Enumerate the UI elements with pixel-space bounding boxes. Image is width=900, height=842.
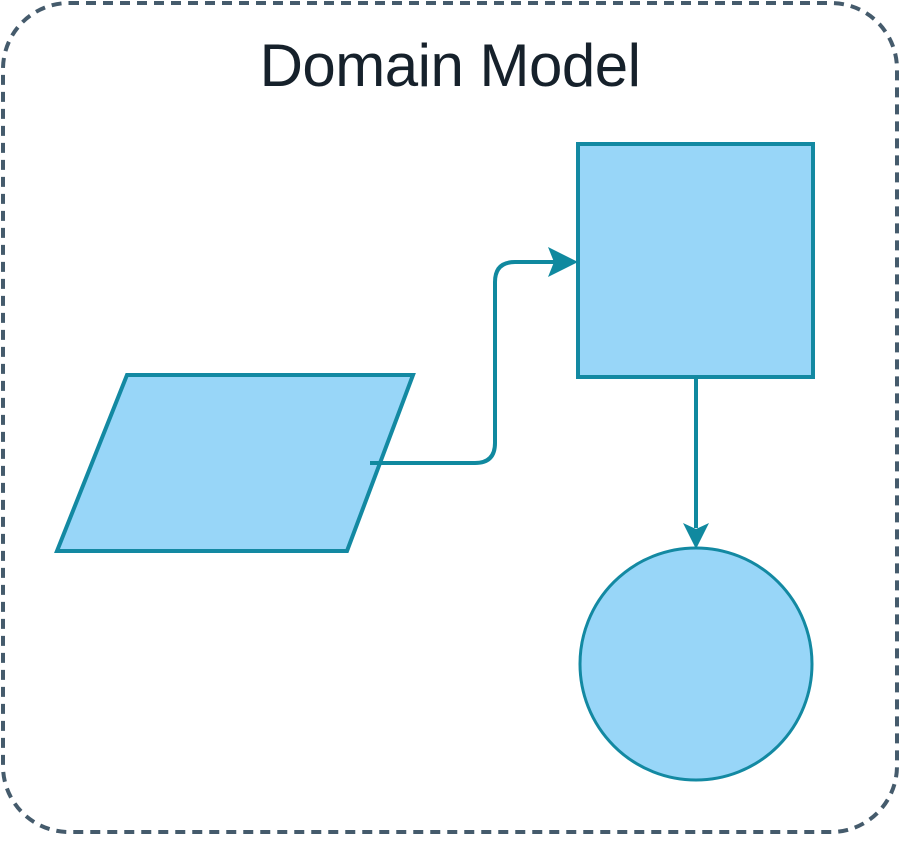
connector-parallelogram-to-square[interactable] [370,247,578,465]
arrowhead-down-icon [683,523,709,549]
terminator-circle[interactable] [578,546,814,782]
connector-path [370,260,556,465]
process-square[interactable] [576,142,815,379]
connector-square-to-circle[interactable] [683,377,709,549]
data-parallelogram[interactable] [54,373,416,553]
page-title: Domain Model [260,32,641,99]
arrowhead-right-icon [548,247,578,277]
